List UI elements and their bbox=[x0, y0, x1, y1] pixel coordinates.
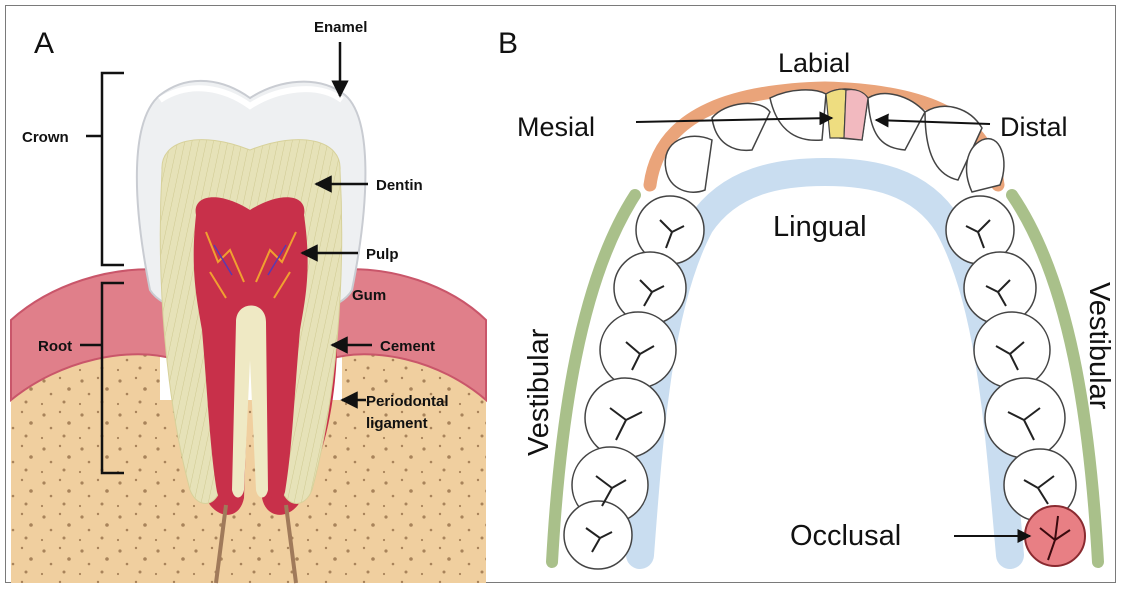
label-cement: Cement bbox=[380, 338, 435, 355]
distal-highlight bbox=[844, 89, 868, 140]
label-crown: Crown bbox=[22, 129, 69, 146]
label-distal: Distal bbox=[1000, 112, 1068, 142]
left-molars bbox=[564, 196, 704, 569]
label-enamel: Enamel bbox=[314, 19, 367, 36]
panel-a: A Enamel Crown bbox=[11, 19, 486, 583]
label-gum: Gum bbox=[352, 287, 386, 304]
label-vestibular-left: Vestibular bbox=[523, 328, 555, 456]
label-lingual: Lingual bbox=[773, 211, 867, 243]
mesial-highlight bbox=[826, 89, 846, 138]
label-occlusal: Occlusal bbox=[790, 520, 901, 552]
label-periodontal-line1: Periodontal bbox=[366, 393, 449, 410]
label-labial: Labial bbox=[778, 48, 850, 78]
panel-b-letter: B bbox=[498, 27, 518, 60]
label-dentin: Dentin bbox=[376, 177, 423, 194]
crown-bracket bbox=[102, 73, 124, 265]
label-pulp: Pulp bbox=[366, 246, 399, 263]
label-mesial: Mesial bbox=[517, 112, 595, 142]
label-periodontal-line2: ligament bbox=[366, 415, 428, 432]
panel-a-letter: A bbox=[34, 27, 54, 60]
label-root: Root bbox=[38, 338, 72, 355]
right-molars bbox=[946, 196, 1076, 521]
panel-b: B bbox=[498, 27, 1115, 569]
label-vestibular-right: Vestibular bbox=[1083, 282, 1115, 410]
